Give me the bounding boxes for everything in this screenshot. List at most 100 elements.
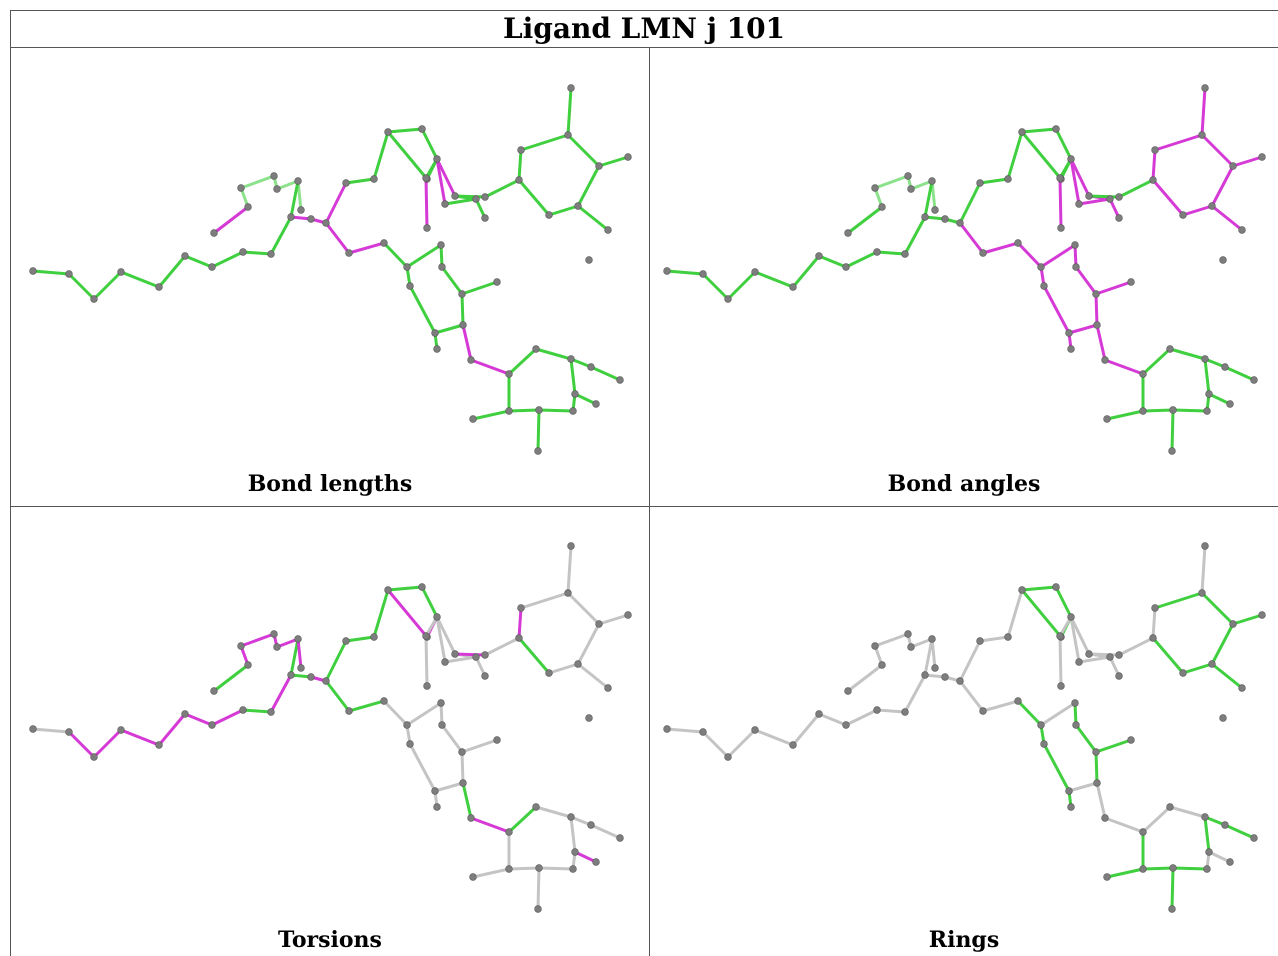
atom-33 (1106, 195, 1114, 203)
molecule-rings (663, 542, 1266, 913)
bond-7 (875, 250, 907, 256)
atom-57 (587, 363, 595, 371)
atom-34 (1115, 672, 1123, 680)
atom-59 (1205, 848, 1213, 856)
atom-15 (1052, 583, 1060, 591)
bond-60 (1223, 823, 1256, 840)
atom-26 (574, 202, 582, 210)
bond-35 (1151, 636, 1185, 675)
bond-25 (1087, 652, 1121, 657)
atom-18 (1085, 192, 1093, 200)
bond-32 (576, 164, 601, 208)
bond-45 (1016, 241, 1043, 269)
atom-55 (1166, 803, 1174, 811)
atom-42 (979, 249, 987, 257)
bond-31 (1231, 155, 1264, 168)
atom-36 (931, 664, 939, 672)
atom-58 (1250, 376, 1258, 384)
bond-65 (1170, 866, 1175, 911)
molecule-torsions (29, 542, 632, 913)
molecule-bond-angles (663, 84, 1266, 455)
bond-57 (507, 805, 538, 834)
atom-58 (616, 376, 624, 384)
atom-44 (1037, 721, 1045, 729)
bond-20 (435, 157, 447, 206)
atom-6 (208, 263, 216, 271)
bond-61 (569, 357, 577, 396)
bond-0 (31, 269, 71, 276)
atom-15 (418, 583, 426, 591)
atom-42 (345, 249, 353, 257)
bond-61 (1203, 357, 1211, 396)
atom-27 (1238, 684, 1246, 692)
bond-55 (1095, 781, 1107, 820)
atom-41 (210, 229, 218, 237)
horizontal-divider (10, 506, 1278, 507)
atom-48 (458, 748, 466, 756)
bond-52 (433, 323, 465, 335)
bond-45 (1016, 699, 1043, 727)
atom-42 (979, 707, 987, 715)
bond-14 (386, 585, 424, 592)
atom-42 (345, 707, 353, 715)
atom-49 (1127, 278, 1135, 286)
atom-28 (1219, 714, 1227, 722)
atom-16 (1067, 613, 1075, 621)
bond-17 (386, 588, 429, 639)
atom-52 (433, 345, 441, 353)
atom-19 (1115, 651, 1123, 659)
atom-63 (534, 905, 542, 913)
atom-47 (437, 699, 445, 707)
atom-60 (592, 858, 600, 866)
bond-1 (67, 730, 96, 759)
bond-33 (1210, 662, 1244, 690)
atom-22 (1198, 131, 1206, 139)
bond-55 (1095, 323, 1107, 362)
atom-50 (1093, 321, 1101, 329)
atom-52 (433, 803, 441, 811)
bond-13 (372, 588, 390, 639)
bond-36 (289, 637, 300, 677)
atom-29 (1179, 211, 1187, 219)
atom-0 (663, 725, 671, 733)
bond-21 (443, 197, 478, 206)
bond-51 (460, 750, 465, 785)
atom-4 (789, 283, 797, 291)
bond-54 (408, 742, 437, 793)
molecule-bond-angles (663, 84, 1266, 455)
atom-5 (181, 710, 189, 718)
atom-46 (1072, 721, 1080, 729)
bond-50 (460, 280, 499, 296)
atom-44 (1037, 263, 1045, 271)
bond-4 (791, 254, 821, 289)
atom-27 (604, 684, 612, 692)
bond-25 (453, 194, 487, 199)
molecule-rings (663, 542, 1266, 913)
bond-27 (517, 148, 523, 182)
bond-38 (909, 179, 934, 191)
bond-29 (1200, 86, 1207, 137)
atom-11 (956, 677, 964, 685)
atom-9 (921, 671, 929, 679)
bond-49 (440, 265, 464, 296)
bond-57 (1141, 805, 1172, 834)
atom-13 (370, 175, 378, 183)
bond-19 (1058, 176, 1063, 230)
atom-24 (1229, 162, 1237, 170)
bond-52 (1067, 781, 1099, 793)
atom-26 (1208, 660, 1216, 668)
atom-39 (237, 642, 245, 650)
bond-31 (1231, 613, 1264, 626)
bond-56 (1103, 816, 1145, 834)
atom-43 (380, 697, 388, 705)
bond-0 (31, 727, 71, 734)
bond-2 (726, 728, 757, 759)
bond-33 (576, 204, 610, 232)
atom-22 (564, 131, 572, 139)
atom-29 (545, 211, 553, 219)
figure-title: Ligand LMN j 101 (10, 10, 1278, 48)
atom-44 (403, 263, 411, 271)
atom-62 (535, 406, 543, 414)
bond-21 (443, 655, 478, 664)
bond-44 (347, 699, 386, 713)
